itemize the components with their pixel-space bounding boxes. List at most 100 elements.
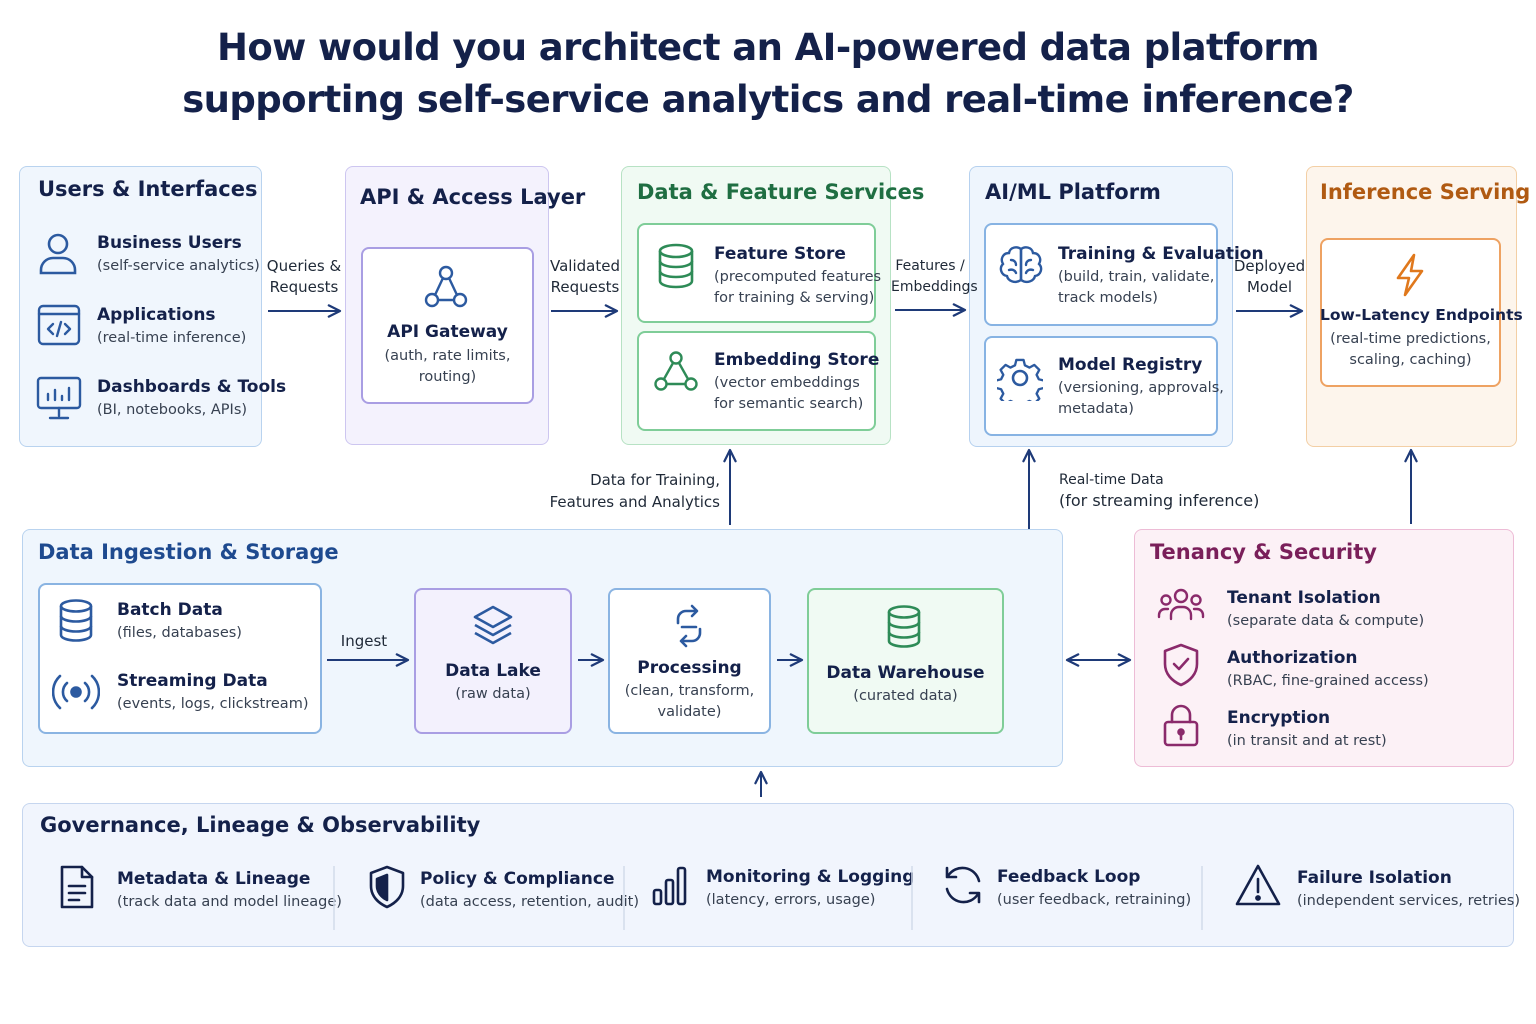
streaming-data-desc: (events, logs, clickstream) [117,696,309,712]
model-registry-card [984,336,1218,436]
embedding-store-label: Embedding Store [714,350,880,370]
ml-platform-title: AI/ML Platform [985,180,1161,204]
ingest-flow-label: Ingest [340,632,388,650]
lock-icon [1162,702,1200,748]
embedding-store-card [637,331,876,431]
failure-isolation-label: Failure Isolation [1297,868,1452,888]
low-latency-endpoints-desc-2: scaling, caching) [1349,352,1472,368]
features-embeddings-flow-label-2: Embeddings [891,279,978,295]
training-evaluation-desc-1: (build, train, validate, [1058,269,1215,285]
failure-isolation-desc: (independent services, retries) [1297,893,1521,909]
model-registry-desc-1: (versioning, approvals, [1058,380,1224,396]
model-registry-desc-2: metadata) [1058,401,1134,417]
api-gateway-card [361,247,534,404]
batch-data-label: Batch Data [117,600,223,620]
shield-icon [367,864,407,910]
business-users-desc: (self-service analytics) [97,258,260,274]
data-lake-card [414,588,572,734]
policy-compliance-label: Policy & Compliance [420,869,615,889]
authorization-desc: (RBAC, fine-grained access) [1227,673,1429,689]
low-latency-endpoints-card [1320,238,1501,387]
data-warehouse-desc: (curated data) [853,688,958,704]
feature-store-label: Feature Store [714,244,846,264]
dashboards-tools-label: Dashboards & Tools [97,377,287,397]
api-gateway-desc-2: routing) [418,369,477,385]
code-icon [36,302,82,348]
deployed-model-flow-label-1: Deployed [1233,257,1306,275]
governance-title: Governance, Lineage & Observability [40,813,481,837]
encryption-label: Encryption [1227,708,1331,728]
database-icon [57,598,95,644]
gear-icon [997,355,1043,401]
deployed-model-flow-label-2: Model [1246,278,1293,296]
database-icon [655,242,697,290]
training-evaluation-card [984,223,1218,326]
data-warehouse-card [807,588,1004,734]
encryption-desc: (in transit and at rest) [1227,733,1387,749]
embedding-store-desc-1: (vector embeddings [714,375,860,391]
metadata-lineage-desc: (track data and model lineage) [117,894,342,910]
monitoring-logging-desc: (latency, errors, usage) [706,892,876,908]
database-icon [885,604,923,650]
brain-icon [997,243,1045,289]
data-lake-label: Data Lake [445,661,541,681]
validated-requests-flow-label-1: Validated [550,257,620,275]
graph-icon [653,350,699,394]
queries-requests-flow-label-1: Queries & [266,257,342,275]
bar-chart-icon [650,864,690,908]
metadata-lineage-label: Metadata & Lineage [117,869,311,889]
training-data-flow-label-2: Features and Analytics [549,493,720,511]
monitoring-logging-label: Monitoring & Logging [706,867,915,887]
monitor-chart-icon [35,374,83,422]
tenancy-security-title: Tenancy & Security [1150,540,1377,564]
applications-desc: (real-time inference) [97,330,247,346]
user-icon [36,230,80,276]
validated-requests-flow-label-2: Requests [550,278,620,296]
training-evaluation-label: Training & Evaluation [1058,244,1264,264]
api-access-title: API & Access Layer [360,185,586,209]
feature-services-title: Data & Feature Services [637,180,925,204]
business-users-label: Business Users [97,233,242,253]
batch-data-desc: (files, databases) [117,625,242,641]
feedback-loop-label: Feedback Loop [997,867,1141,887]
data-lake-desc: (raw data) [455,686,531,702]
api-gateway-desc-1: (auth, rate limits, [384,348,511,364]
api-gateway-label: API Gateway [387,322,508,342]
data-sources-card [38,583,322,734]
processing-desc-2: validate) [657,704,722,720]
data-ingestion-title: Data Ingestion & Storage [38,540,339,564]
realtime-data-flow-label-1: Real-time Data [1059,472,1164,488]
network-icon [423,264,469,310]
shield-check-icon [1161,642,1201,688]
low-latency-endpoints-label: Low-Latency Endpoints [1320,306,1523,324]
queries-requests-flow-label-2: Requests [269,278,339,296]
users-group-icon [1157,586,1205,626]
realtime-data-flow-label-2: (for streaming inference) [1059,491,1260,510]
processing-card [608,588,771,734]
feedback-loop-desc: (user feedback, retraining) [997,892,1192,908]
tenant-isolation-label: Tenant Isolation [1227,588,1381,608]
feature-store-desc-1: (precomputed features [714,269,882,285]
processing-desc-1: (clean, transform, [624,683,755,699]
streaming-data-label: Streaming Data [117,671,268,691]
refresh-icon [940,862,986,908]
training-evaluation-desc-2: track models) [1058,290,1158,306]
training-data-flow-label-1: Data for Training, [590,471,720,489]
processing-label: Processing [637,658,742,678]
dashboards-tools-desc: (BI, notebooks, APIs) [97,402,248,418]
broadcast-icon [52,670,100,714]
feature-store-card [637,223,876,323]
transform-icon [668,603,710,649]
model-registry-label: Model Registry [1058,355,1203,375]
governance-panel [22,803,1514,947]
layers-icon [471,603,515,649]
users-interfaces-title: Users & Interfaces [38,177,258,201]
embedding-store-desc-2: for semantic search) [714,396,864,412]
document-icon [57,864,97,910]
tenant-isolation-desc: (separate data & compute) [1227,613,1425,629]
authorization-label: Authorization [1227,648,1358,668]
inference-serving-title: Inference Serving [1320,180,1531,204]
data-warehouse-label: Data Warehouse [826,663,985,683]
feature-store-desc-2: for training & serving) [714,290,875,306]
warning-icon [1234,862,1282,908]
